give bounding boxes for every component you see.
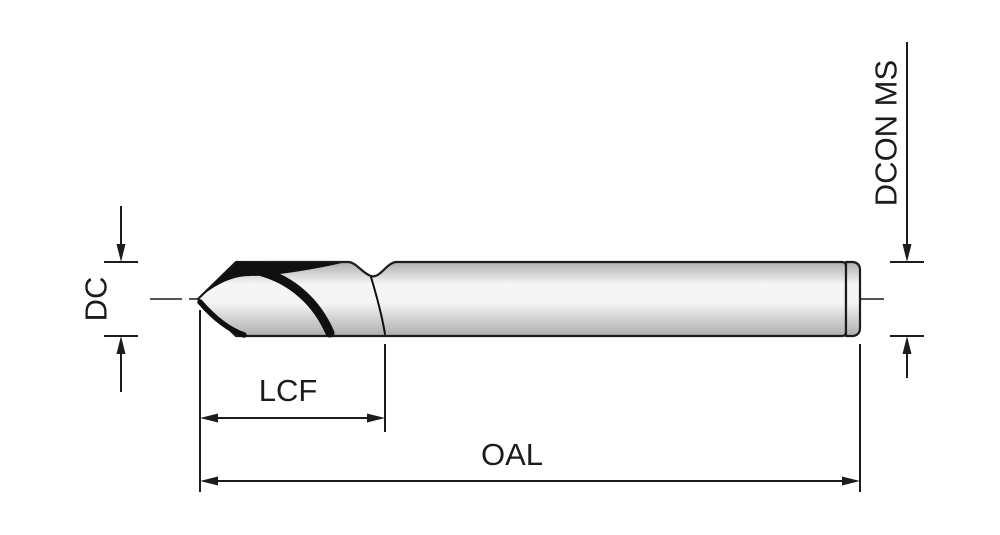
dc-arrow-top [116,244,126,262]
drill-body [196,260,848,338]
flute-runout-line [370,276,386,335]
dcon-arrow-top [902,244,912,262]
drill-end-cap [844,260,862,338]
oal-arrow-left [200,476,218,486]
lcf-arrow-right [367,413,385,423]
lcf-label: LCF [259,373,318,408]
dcon-arrow-bottom [902,336,912,354]
oal-label: OAL [481,437,543,472]
oal-arrow-right [842,476,860,486]
dc-label: DC [79,277,114,322]
flute-cutting-lip [254,266,335,338]
flute-upper-crescent [198,262,342,299]
flute-lower-edge [197,299,247,338]
lcf-arrow-left [200,413,218,423]
dc-arrow-bottom [116,336,126,354]
dcon-label: DCON MS [869,60,904,206]
